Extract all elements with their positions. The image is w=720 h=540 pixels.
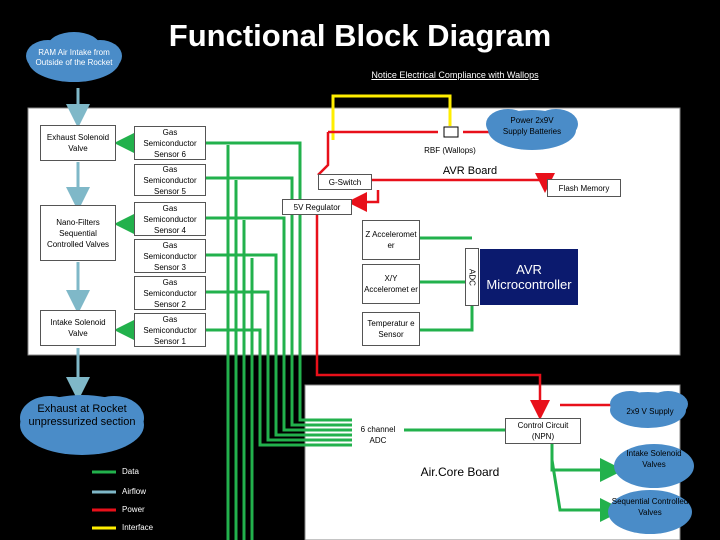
adc-6ch-box: 6 channel ADC [352,410,404,460]
seq-valves-output-label: Sequential Controlled Valves [611,497,689,517]
gas-sensor-5: Gas Semiconductor Sensor 5 [134,164,206,196]
gas-sensor-4: Gas Semiconductor Sensor 4 [134,202,206,236]
intake-valves-cloud [614,444,694,488]
aircore-board-label: Air.Core Board [420,465,500,479]
regulator-box: 5V Regulator [282,199,352,215]
exhaust-cloud [20,395,144,455]
g-switch-box: G-Switch [318,174,372,190]
temperature-sensor-box: Temperatur e Sensor [362,312,420,346]
gas-sensor-3: Gas Semiconductor Sensor 3 [134,239,206,273]
nano-filters-box: Nano-Filters Sequential Controlled Valve… [40,205,116,261]
rbf-label: RBF (Wallops) [424,146,476,155]
data-lines [114,131,624,540]
interface-lines [331,94,452,140]
intake-valves-output-label: Intake Solenoid Valves [626,449,682,469]
gas-sensor-6: Gas Semiconductor Sensor 6 [134,126,206,160]
z-accelerometer-box: Z Acceleromet er [362,220,420,260]
page-title: Functional Block Diagram [168,18,552,53]
power-supply-label: Power 2x9V Supply Batteries [502,116,562,136]
legend-power: Power [122,505,145,514]
seq-valves-cloud [608,490,692,534]
exhaust-valve-box: Exhaust Solenoid Valve [40,125,116,161]
avr-microcontroller-box: AVR Microcontroller [479,248,579,306]
flash-memory-box: Flash Memory [547,179,621,197]
xy-accelerometer-box: X/Y Acceleromet er [362,264,420,304]
ram-air-intake-label: RAM Air Intake from Outside of the Rocke… [35,48,113,67]
exhaust-outlet-label: Exhaust at Rocket unpressurized section [28,403,136,428]
gas-sensor-2: Gas Semiconductor Sensor 2 [134,276,206,310]
legend-data: Data [122,467,139,476]
legend-interface: Interface [122,523,154,532]
gas-sensor-1: Gas Semiconductor Sensor 1 [134,313,206,347]
ram-air-cloud [26,32,122,82]
power-supply-cloud [486,109,578,150]
avr-board-panel [27,107,681,356]
aircore-supply-label: 2x9 V Supply [626,407,674,416]
avr-board-label: AVR Board [442,165,498,177]
intake-valve-box: Intake Solenoid Valve [40,310,116,346]
adc-tag: ADC [465,248,479,306]
control-circuit-box: Control Circuit (NPN) [505,418,581,444]
compliance-note: Notice Electrical Compliance with Wallop… [371,70,539,80]
aircore-supply-cloud [610,391,688,428]
legend-airflow: Airflow [122,487,147,496]
